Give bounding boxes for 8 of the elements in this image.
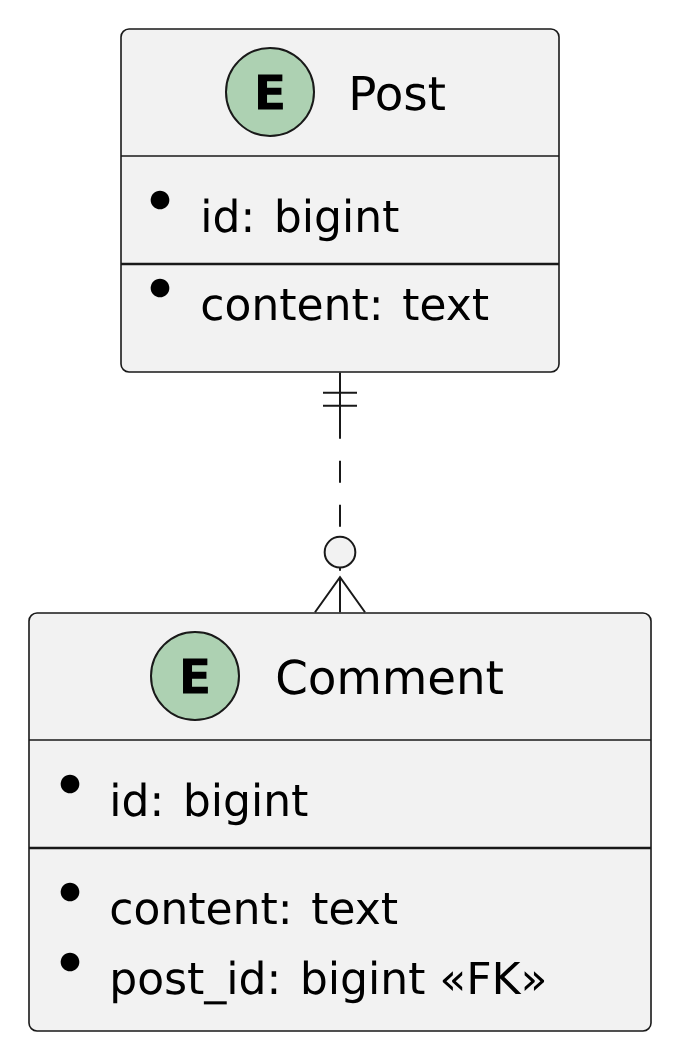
entity-name: Post [352, 76, 445, 111]
attribute: post_id: bigint «FK» [60, 952, 545, 1005]
attribute: content: text [60, 882, 398, 925]
relationship-line [314, 371, 366, 614]
entity-name: Comment [277, 659, 503, 695]
attribute: id: bigint [150, 190, 399, 242]
attribute: id: bigint [60, 774, 308, 826]
attribute: content: text [150, 278, 489, 321]
